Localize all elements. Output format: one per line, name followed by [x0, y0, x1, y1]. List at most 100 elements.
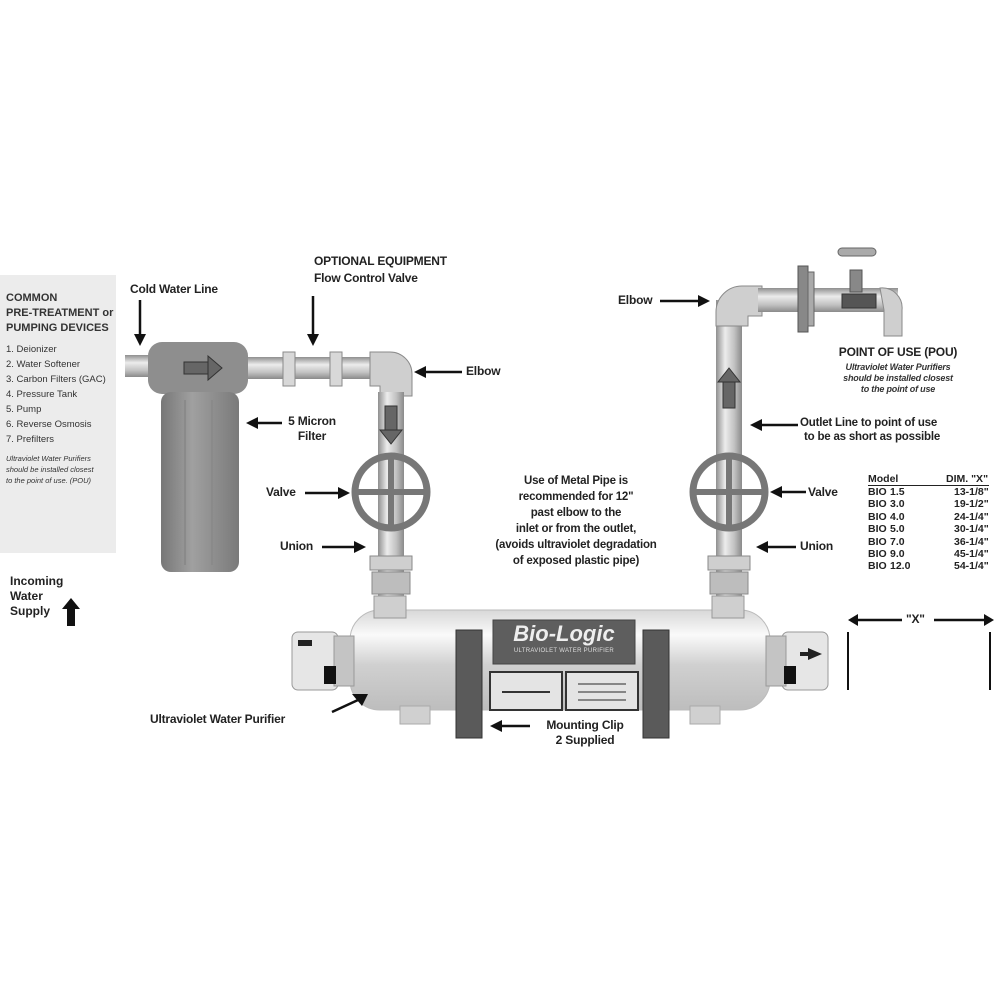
- incoming-line: Supply: [10, 604, 51, 618]
- brand-name: Bio-Logic: [513, 621, 615, 646]
- micron-filter-line: Filter: [297, 429, 327, 443]
- cell-series: BIO: [868, 548, 887, 561]
- callout-arrows: [134, 295, 994, 732]
- elbow-right-label: Elbow: [618, 293, 653, 307]
- list-item: 6. Reverse Osmosis: [6, 419, 92, 430]
- metal-pipe-line: Use of Metal Pipe is: [523, 475, 628, 487]
- valve-left-label: Valve: [266, 485, 296, 499]
- flow-arrow-icon: [183, 354, 223, 382]
- faucet-handle: [837, 247, 877, 257]
- brand-label: Bio-Logic ULTRAVIOLET WATER PURIFIER: [493, 620, 635, 654]
- list-item: 5. Pump: [6, 404, 42, 415]
- table-row: BIO 5.0 30-1/4": [868, 523, 989, 535]
- outlet-line-text: Outlet Line to point of use: [800, 417, 938, 429]
- pretreatment-list: 1. Deionizer 2. Water Softener 3. Carbon…: [0, 342, 116, 447]
- cell-size: 1.5: [890, 486, 905, 498]
- mounting-clip-right: [642, 629, 670, 739]
- dim-x-label: "X": [906, 612, 925, 626]
- mounting-clip-label: Mounting Clip 2 Supplied: [530, 718, 640, 748]
- optional-equipment-label: OPTIONAL EQUIPMENT: [314, 254, 447, 268]
- poi-note: Ultraviolet Water Purifiers should be in…: [808, 362, 988, 395]
- outlet-line-label: Outlet Line to point of use to be as sho…: [800, 416, 940, 444]
- valve-wheel-left: [351, 452, 431, 532]
- cell-dim: 30-1/4": [954, 523, 989, 536]
- metal-pipe-note: Use of Metal Pipe is recommended for 12"…: [476, 473, 676, 569]
- cell-series: BIO: [868, 486, 887, 498]
- cell-size: 4.0: [890, 510, 905, 523]
- elbow-left-label: Elbow: [466, 364, 501, 378]
- flow-control-valve-label: Flow Control Valve: [314, 271, 418, 285]
- incoming-line: Incoming: [10, 574, 64, 588]
- table-row: BIO 1.5 13-1/8": [868, 486, 989, 499]
- cell-series: BIO: [868, 510, 887, 523]
- metal-pipe-line: (avoids ultraviolet degradation: [495, 539, 657, 551]
- cell-dim: 54-1/4": [954, 560, 989, 573]
- metal-pipe-line: recommended for 12": [518, 491, 634, 503]
- cell-series: BIO: [868, 560, 887, 573]
- cell-series: BIO: [868, 523, 887, 536]
- union-right-label: Union: [800, 539, 833, 553]
- list-item: 3. Carbon Filters (GAC): [6, 374, 106, 385]
- outlet-line-text: to be as short as possible: [804, 431, 941, 443]
- table-row: BIO 3.0 19-1/2": [868, 498, 989, 510]
- cell-size: 12.0: [890, 560, 911, 573]
- valve-right-label: Valve: [808, 485, 838, 499]
- cell-size: 9.0: [890, 548, 905, 561]
- cell-series: BIO: [868, 498, 887, 511]
- pretreatment-title-line: COMMON: [6, 292, 58, 304]
- cell-dim: 36-1/4": [954, 535, 989, 548]
- note-line: Ultraviolet Water Purifiers: [6, 454, 91, 463]
- mounting-clip-line: Mounting Clip: [546, 718, 624, 732]
- elbow-left: [369, 351, 413, 397]
- metal-pipe-line: past elbow to the: [530, 507, 622, 519]
- table-row: BIO 7.0 36-1/4": [868, 536, 989, 548]
- cell-dim: 13-1/8": [954, 486, 989, 498]
- pretreatment-title-line: PRE-TREATMENT or: [6, 307, 114, 319]
- note-line: should be installed closest: [6, 465, 94, 474]
- elbow-right: [715, 285, 763, 327]
- cell-size: 5.0: [890, 523, 905, 536]
- note-line: to the point of use. (POU): [6, 476, 92, 485]
- column-header-dim: DIM. "X": [938, 473, 989, 486]
- cold-water-line-label: Cold Water Line: [130, 282, 218, 296]
- cell-size: 7.0: [890, 535, 905, 548]
- uv-purifier-label: Ultraviolet Water Purifier: [150, 712, 286, 726]
- poi-note-line: to the point of use: [860, 384, 936, 394]
- table-row: BIO 9.0 45-1/4": [868, 548, 989, 560]
- list-item: 7. Prefilters: [6, 434, 55, 445]
- incoming-water-label: Incoming Water Supply: [10, 574, 63, 619]
- uv-purifier: [291, 595, 829, 739]
- cell-dim: 24-1/4": [954, 510, 989, 523]
- cell-dim: 19-1/2": [954, 498, 989, 511]
- table-header-row: Model DIM. "X": [868, 473, 989, 486]
- arrow-up-icon: [62, 598, 80, 626]
- incoming-line: Water: [10, 589, 43, 603]
- poi-note-line: Ultraviolet Water Purifiers: [845, 362, 951, 372]
- metal-pipe-line: of exposed plastic pipe): [512, 555, 640, 567]
- cell-series: BIO: [868, 535, 887, 548]
- brand-sub: ULTRAVIOLET WATER PURIFIER: [513, 648, 615, 654]
- micron-filter-label: 5 Micron Filter: [282, 414, 342, 444]
- column-header-model: Model: [868, 473, 938, 486]
- mounting-clip-left: [455, 629, 483, 739]
- mounting-clip-line: 2 Supplied: [555, 733, 615, 747]
- dimension-table: Model DIM. "X" BIO 1.5 13-1/8" BIO 3.0 1…: [868, 473, 989, 573]
- valve-wheel-right: [689, 452, 769, 532]
- table-row: BIO 4.0 24-1/4": [868, 511, 989, 523]
- list-item: 1. Deionizer: [6, 344, 57, 355]
- pretreatment-title-line: PUMPING DEVICES: [6, 322, 109, 334]
- cell-size: 3.0: [890, 498, 905, 511]
- filter-bowl: [161, 392, 239, 572]
- list-item: 4. Pressure Tank: [6, 389, 78, 400]
- poi-title: POINT OF USE (POU): [838, 345, 958, 359]
- metal-pipe-line: inlet or from the outlet,: [515, 523, 637, 535]
- pretreatment-panel: COMMON PRE-TREATMENT or PUMPING DEVICES …: [0, 275, 116, 553]
- poi-note-line: should be installed closest: [843, 373, 953, 383]
- pretreatment-title: COMMON PRE-TREATMENT or PUMPING DEVICES: [0, 275, 116, 336]
- list-item: 2. Water Softener: [6, 359, 81, 370]
- table-row: BIO 12.0 54-1/4": [868, 560, 989, 572]
- cell-dim: 45-1/4": [954, 548, 989, 561]
- pretreatment-note: Ultraviolet Water Purifiers should be in…: [0, 447, 116, 486]
- union-left-label: Union: [280, 539, 313, 553]
